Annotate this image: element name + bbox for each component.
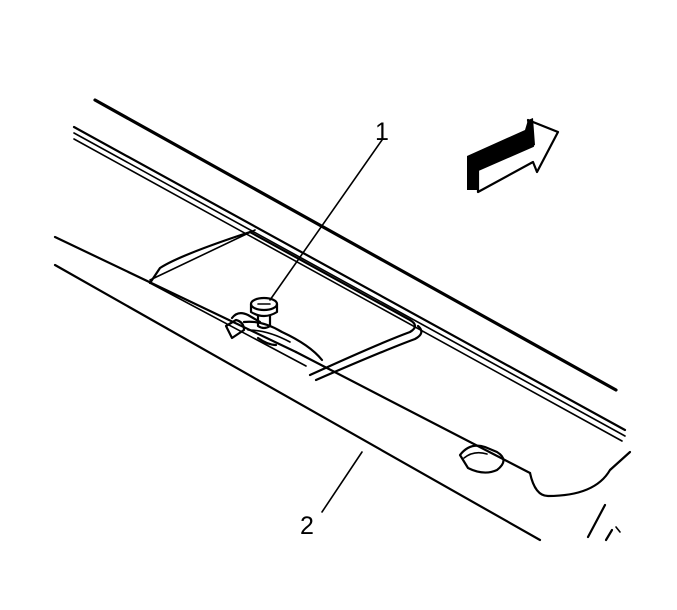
upper-panel-edge (93, 98, 618, 392)
panel-edge-break (586, 503, 621, 542)
screw (249, 296, 279, 330)
access-opening (148, 229, 423, 382)
trim-molding-lines (72, 125, 627, 442)
clip-assembly (224, 311, 324, 362)
callout-label-2: 2 (300, 512, 314, 540)
callout-leader-2 (321, 451, 363, 513)
front-direction-arrow-icon (467, 118, 560, 194)
panel-slot (458, 444, 505, 474)
callout-leader-1 (269, 139, 383, 301)
callout-label-1: 1 (375, 118, 389, 146)
